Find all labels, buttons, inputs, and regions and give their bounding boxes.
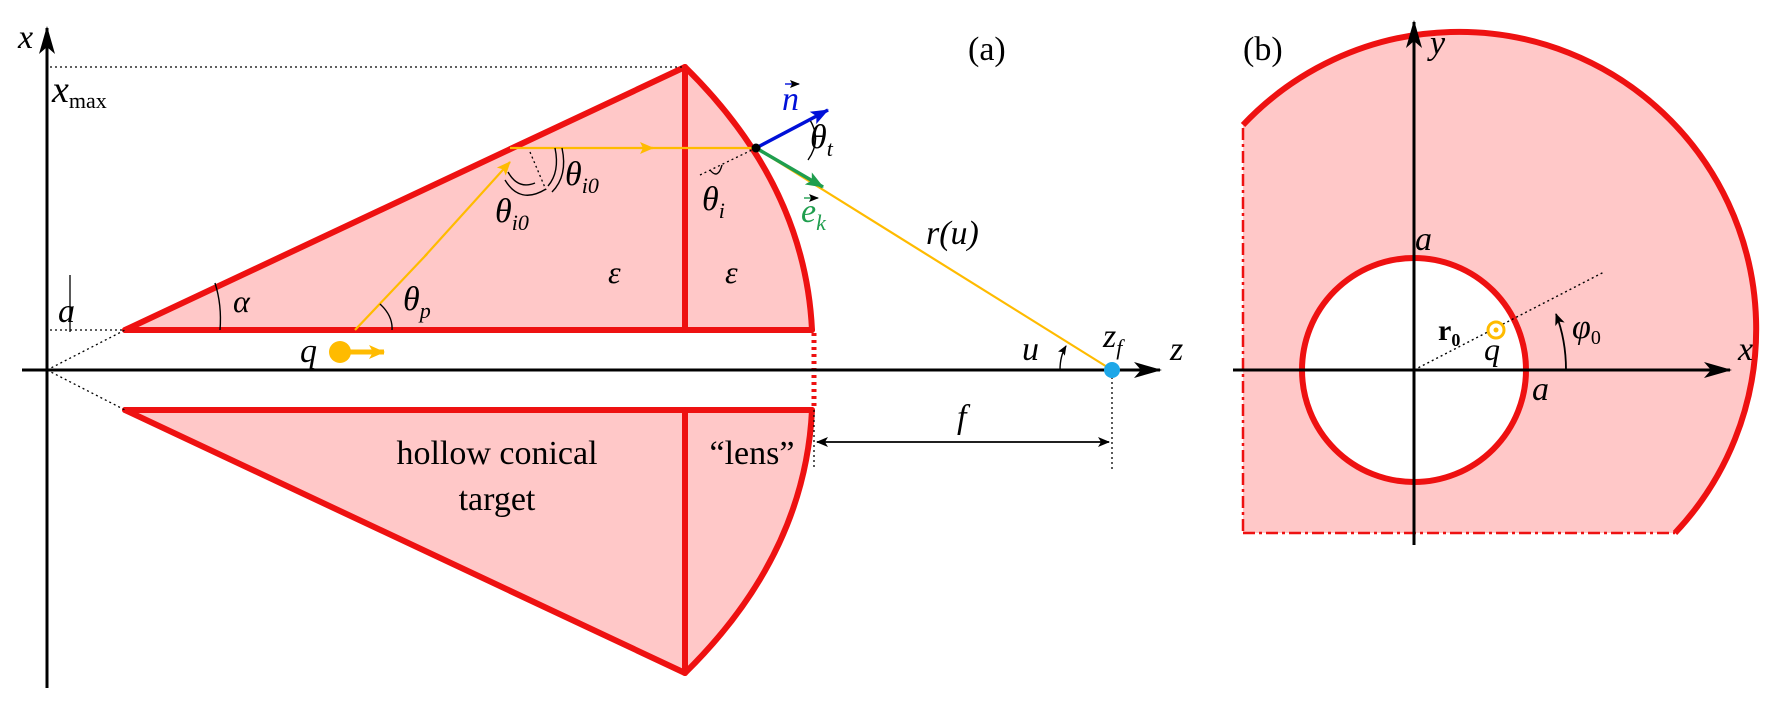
theta-i-label: θi	[702, 181, 725, 223]
f-label: f	[957, 399, 971, 436]
q-label-a: q	[300, 333, 317, 370]
normal-vector	[755, 108, 829, 150]
r-u-label: r(u)	[926, 215, 979, 252]
svg-text:ek: ek	[801, 193, 827, 235]
normal-vector-label: n	[782, 80, 800, 118]
upper-cone-outline	[122, 64, 815, 333]
theta-p-label: θp	[403, 281, 431, 323]
a-top-label: a	[1415, 221, 1432, 258]
u-arc	[1057, 345, 1067, 371]
theta-i0-arc-inner	[507, 171, 536, 186]
lens-label: “lens”	[710, 435, 795, 472]
panel-a-tag: (a)	[968, 31, 1006, 68]
theta-i-arc	[709, 164, 723, 175]
alpha-arc	[214, 282, 222, 331]
charge-q-b-dot	[1493, 327, 1499, 333]
zf-label: zf	[1102, 318, 1125, 360]
theta-t-label: θt	[810, 119, 834, 161]
alpha-label: α	[233, 283, 251, 319]
epsilon-label-2: ε	[725, 254, 738, 290]
theta-p-arc	[379, 303, 393, 331]
lower-cone-fill	[125, 410, 812, 673]
r0-line	[1413, 271, 1605, 371]
emission-point	[751, 143, 761, 153]
target-label-line2: target	[459, 481, 536, 518]
svg-text:n: n	[782, 81, 799, 118]
focus-point	[1104, 362, 1120, 378]
panel-b: (b) y x a a r0 q φ0	[1233, 20, 1760, 545]
panel-b-tag: (b)	[1243, 31, 1283, 68]
epsilon-label-1: ε	[608, 254, 621, 290]
theta-i0-arc-outer-3	[551, 147, 565, 193]
annulus-fill	[1243, 31, 1757, 534]
q-label-b: q	[1484, 331, 1500, 367]
theta-i0-arc-outer-1	[504, 179, 547, 196]
phi0-arc	[1555, 313, 1567, 371]
u-label: u	[1022, 331, 1039, 368]
outer-arc	[1240, 28, 1760, 536]
ek-vector	[755, 146, 824, 189]
angle-arcs	[214, 119, 1067, 371]
target-label-line1: hollow conical	[396, 435, 597, 472]
axis-x-label: x	[17, 19, 33, 56]
lower-cone-outline	[122, 407, 815, 676]
upper-cone-fill	[125, 67, 812, 330]
theta-i0-arc-outer-2	[547, 147, 558, 187]
theta-i0-outer-label: θi0	[565, 156, 599, 198]
axis-z-label: z	[1169, 331, 1183, 368]
axis-x-label-b: x	[1737, 331, 1753, 368]
ek-vector-label: ek	[801, 193, 827, 235]
lens-surface-upper	[682, 64, 815, 333]
a-right-label: a	[1532, 371, 1549, 408]
axis-y-label-b: y	[1427, 25, 1446, 62]
x-max-label: xmax	[51, 69, 107, 113]
helper-dotted-lines	[46, 66, 1113, 470]
a-label: a	[58, 293, 75, 330]
r0-label: r0	[1438, 314, 1460, 350]
lens-surface-lower	[682, 407, 815, 676]
theta-i0-inner-label: θi0	[495, 193, 529, 235]
panel-a: (a) x z xmax a α θp θi0 θi0 ε ε θi θt n …	[17, 19, 1183, 688]
phi0-label: φ0	[1572, 309, 1601, 349]
